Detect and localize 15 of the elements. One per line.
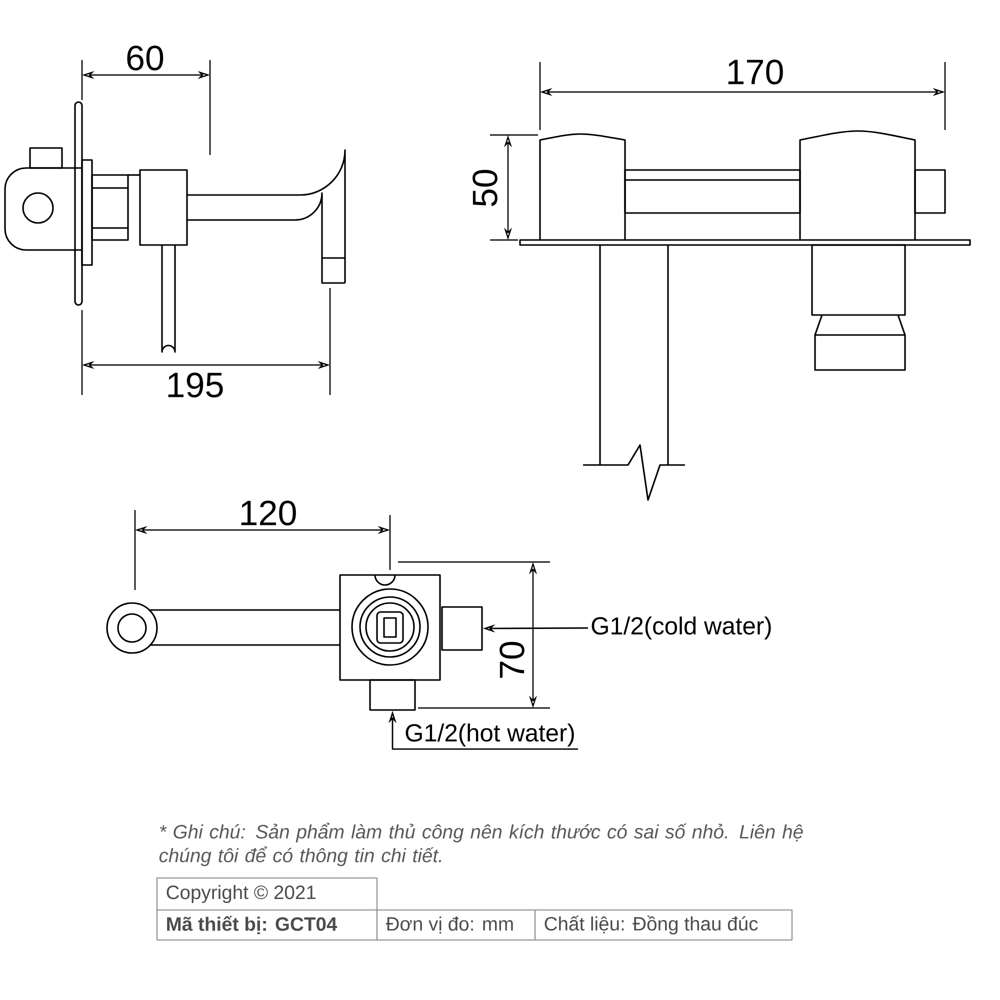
table-cell: Đơn vị đo: mm bbox=[376, 909, 536, 941]
part-label: G1/2(cold water) bbox=[592, 616, 771, 640]
dimension-label: 195 bbox=[168, 372, 223, 398]
dimension-label: 120 bbox=[241, 500, 296, 526]
dimension-label: 50 bbox=[472, 170, 498, 206]
dimension-label: 70 bbox=[500, 642, 524, 678]
dimension-label: 170 bbox=[728, 60, 783, 84]
table-cell: Chất liệu: Đồng thau đúc bbox=[534, 909, 793, 941]
table-cell: Mã thiết bị: GCT04 bbox=[156, 909, 378, 941]
inlet-box bbox=[441, 606, 483, 651]
dimension-label: 60 bbox=[127, 46, 164, 70]
note-text: * Ghi chú: Sản phẩm làm thủ công nên kích thước có sai số nhỏ. Liên hệ chúng tôi để có thông tin chi tiết. bbox=[159, 822, 803, 866]
part-label: G1/2(hot water) bbox=[406, 724, 574, 746]
inlet-box bbox=[369, 679, 416, 711]
table-cell: Copyright © 2021 bbox=[156, 877, 378, 911]
